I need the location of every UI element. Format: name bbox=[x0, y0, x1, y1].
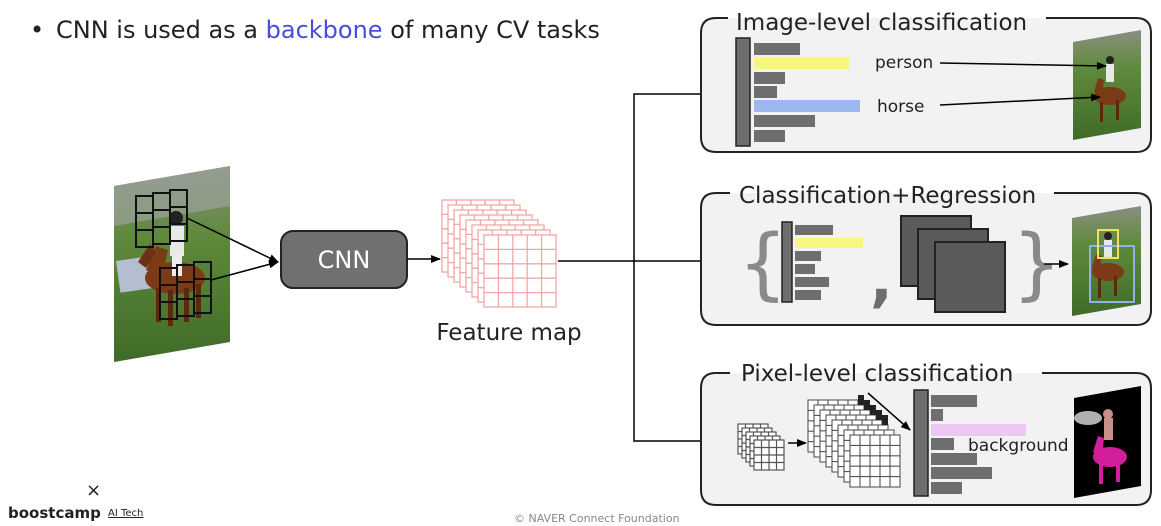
feature-vector bbox=[781, 221, 793, 303]
panel-pixel-level: Pixel-level classification background bbox=[700, 361, 1152, 506]
score-bar-highlight bbox=[795, 238, 863, 248]
panel-pixel-level-title: Pixel-level classification bbox=[741, 361, 1013, 387]
pixel-feature-vector bbox=[913, 389, 929, 497]
decoder-feature-stack bbox=[807, 395, 901, 488]
panel-image-level: Image-level classification person horse bbox=[700, 10, 1152, 153]
logo-word: boostcamp bbox=[8, 504, 101, 522]
score-bar bbox=[931, 482, 962, 494]
cnn-block: CNN bbox=[280, 230, 408, 289]
score-bar-person bbox=[754, 57, 849, 69]
feature-map-label: Feature map bbox=[436, 320, 581, 346]
open-brace: { bbox=[738, 219, 788, 309]
bullet-text-after: of many CV tasks bbox=[382, 16, 600, 44]
score-bar bbox=[795, 264, 815, 274]
score-bar bbox=[754, 115, 815, 127]
score-bar bbox=[795, 290, 821, 300]
input-horse-image bbox=[114, 166, 230, 362]
thumbnail-horse-image bbox=[1073, 30, 1141, 140]
thumbnail-detection-image bbox=[1072, 206, 1141, 316]
score-bar bbox=[754, 86, 777, 98]
score-bar bbox=[795, 251, 821, 261]
bullet-point: • CNN is used as a backbone of many CV ta… bbox=[30, 16, 600, 44]
encoder-feature-stack bbox=[737, 423, 785, 471]
regression-map bbox=[934, 241, 1006, 313]
panel-cls-reg-title: Classification+Regression bbox=[739, 183, 1036, 209]
score-bar-horse bbox=[754, 100, 860, 112]
panel-classification-regression: Classification+Regression { , } bbox=[700, 183, 1152, 326]
score-bar bbox=[931, 438, 954, 450]
logo-sub: AI Tech bbox=[108, 508, 144, 519]
score-bar bbox=[795, 277, 829, 287]
label-background: background bbox=[968, 436, 1069, 456]
score-bar-background bbox=[931, 424, 1026, 436]
score-bar bbox=[795, 225, 833, 235]
bullet-text-before: CNN is used as a bbox=[56, 16, 266, 44]
score-bar bbox=[931, 467, 992, 479]
logo-mark: × bbox=[86, 480, 102, 501]
bbox-horse bbox=[1089, 245, 1135, 303]
panel-image-level-title: Image-level classification bbox=[736, 10, 1027, 36]
cnn-label: CNN bbox=[318, 246, 371, 274]
comma-separator: , bbox=[870, 245, 893, 315]
score-bar bbox=[931, 395, 977, 407]
score-bar bbox=[931, 409, 943, 421]
feature-vector bbox=[735, 37, 751, 147]
footer-copyright: © NAVER Connect Foundation bbox=[514, 512, 680, 525]
bullet-symbol: • bbox=[30, 16, 45, 44]
bullet-highlight: backbone bbox=[265, 16, 383, 44]
score-bar bbox=[754, 43, 800, 55]
bbox-person bbox=[1097, 229, 1119, 259]
segmentation-mask-image bbox=[1074, 386, 1141, 498]
score-bar bbox=[754, 130, 785, 142]
feature-map-stack bbox=[441, 199, 557, 308]
score-bar bbox=[754, 72, 785, 84]
label-person: person bbox=[875, 53, 933, 73]
label-horse: horse bbox=[877, 97, 924, 117]
score-bar bbox=[931, 453, 977, 465]
